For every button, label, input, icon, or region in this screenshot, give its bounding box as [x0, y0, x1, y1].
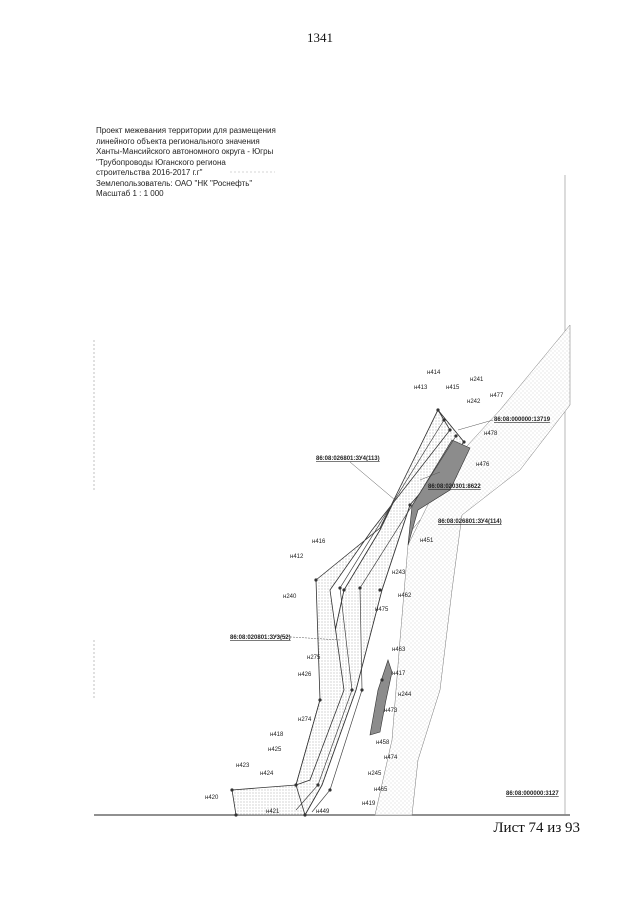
- legend-line: Проект межевания территории для размещен…: [96, 126, 276, 135]
- point-label: н451: [420, 538, 434, 544]
- parcel-label: 86:08:000000:13719: [494, 417, 551, 423]
- point-label: н244: [398, 692, 412, 698]
- parcel-label: 86:08:020301:8622: [428, 484, 481, 490]
- legend-line: Ханты-Мансийского автономного округа - Ю…: [96, 147, 274, 156]
- point-label: н475: [375, 607, 389, 613]
- point-label: н474: [384, 755, 398, 761]
- point-label: н426: [298, 672, 312, 678]
- page-number: 1341: [307, 30, 333, 45]
- parcel-dark-area-lower: [369, 659, 393, 736]
- point-label: н417: [392, 671, 406, 677]
- point-label: н420: [205, 795, 219, 801]
- map-legend: Проект межевания территории для размещен…: [96, 126, 306, 200]
- point-label: н418: [270, 732, 284, 738]
- point-label: н243: [392, 570, 406, 576]
- point-label: н245: [368, 771, 382, 777]
- corridor-strip-left: [295, 409, 451, 786]
- legend-line: Масштаб 1 : 1 000: [96, 189, 164, 198]
- legend-line: линейного объекта регионального значения: [96, 136, 260, 146]
- point-label: н458: [376, 740, 390, 746]
- point-label: н415: [446, 385, 460, 391]
- legend-line: Землепользователь: ОАО "НК "Роснефть": [96, 178, 253, 188]
- point-label: н424: [260, 771, 274, 777]
- leader-line: [349, 461, 396, 501]
- point-label: н413: [414, 385, 428, 391]
- point-label: н274: [298, 717, 312, 723]
- point-label: н242: [467, 399, 481, 405]
- point-label: н465: [374, 787, 388, 793]
- leader-line: [274, 635, 341, 641]
- sheet-label: Лист 74 из 93: [493, 820, 580, 836]
- point-label: н241: [470, 377, 484, 383]
- point-label: н419: [362, 801, 376, 807]
- point-label: н478: [484, 431, 498, 437]
- point-label: н463: [392, 647, 406, 653]
- boundary-vertices: [230, 408, 466, 817]
- point-label: н416: [312, 539, 326, 545]
- point-label: н473: [384, 708, 398, 714]
- leader-line: [419, 471, 441, 481]
- leader-line: [411, 519, 421, 531]
- parcel-label: 86:08:026801:ЗУ4(113): [316, 456, 380, 462]
- point-label: н414: [427, 370, 441, 376]
- leader-line: [457, 419, 494, 431]
- point-label: н275: [307, 655, 321, 661]
- parcel-label: 86:08:020801:ЗУ3(52): [230, 635, 291, 641]
- point-label: н240: [283, 594, 297, 600]
- point-label: н477: [490, 393, 504, 399]
- legend-line: строительства 2016-2017 г.г": [96, 168, 203, 177]
- parcel-label: 86:08:026801:ЗУ4(114): [438, 519, 502, 525]
- point-label: н412: [290, 554, 304, 560]
- point-label: н425: [268, 747, 282, 753]
- point-label: н421: [266, 809, 280, 815]
- point-label: н423: [236, 763, 250, 769]
- point-label: н449: [316, 809, 330, 815]
- point-label: н462: [398, 593, 412, 599]
- parcel-label: 86:08:000000:3127: [506, 791, 559, 797]
- legend-line: "Трубопроводы Юганского региона: [96, 157, 226, 167]
- point-label: н476: [476, 462, 490, 468]
